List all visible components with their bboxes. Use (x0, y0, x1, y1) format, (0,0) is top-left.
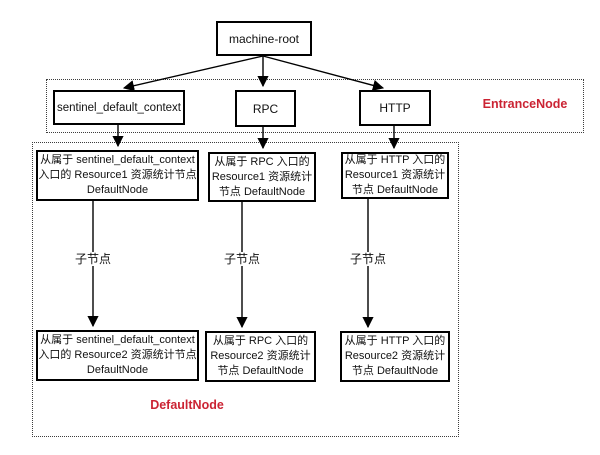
node-text-line: 从属于 HTTP 入口的 (344, 154, 446, 166)
node-text-line: 节点 DefaultNode (351, 365, 439, 377)
node-text-line: Resource2 资源统计 (210, 350, 311, 362)
node-text-line: 从属于 sentinel_default_context (40, 154, 195, 166)
node-label: RPC (252, 101, 279, 116)
node-entrance-http[interactable]: HTTP (359, 90, 431, 126)
node-text-line: 节点 DefaultNode (218, 185, 306, 198)
edge-label-child-node-1: 子节点 (72, 252, 114, 266)
node-text-line: 节点 DefaultNode (217, 365, 304, 377)
entrance-node-group-label: EntranceNode (482, 97, 568, 111)
node-text-line: 从属于 RPC 入口的 (214, 155, 310, 168)
node-text-line: 入口的 Resource2 资源统计节点 (38, 349, 197, 361)
node-resource2-rpc[interactable]: 从属于 RPC 入口的 Resource2 资源统计 节点 DefaultNod… (205, 331, 316, 382)
node-label: machine-root (228, 31, 300, 46)
node-label: sentinel_default_context (56, 101, 182, 114)
node-resource1-rpc[interactable]: 从属于 RPC 入口的 Resource1 资源统计 节点 DefaultNod… (208, 152, 316, 202)
node-text-line: Resource2 资源统计 (344, 350, 446, 362)
node-machine-root[interactable]: machine-root (216, 21, 312, 56)
node-resource1-http[interactable]: 从属于 HTTP 入口的 Resource1 资源统计 节点 DefaultNo… (341, 152, 449, 199)
node-text-line: 节点 DefaultNode (351, 184, 439, 196)
node-text-line: Resource1 资源统计 (211, 170, 313, 183)
node-entrance-rpc[interactable]: RPC (235, 90, 296, 127)
node-resource2-http[interactable]: 从属于 HTTP 入口的 Resource2 资源统计 节点 DefaultNo… (340, 331, 450, 382)
default-node-group-label: DefaultNode (150, 398, 224, 412)
node-resource1-sentinel[interactable]: 从属于 sentinel_default_context 入口的 Resourc… (36, 150, 199, 201)
node-entrance-sentinel-default-context[interactable]: sentinel_default_context (53, 90, 185, 125)
node-text-line: Resource1 资源统计 (344, 169, 446, 181)
node-text-line: 从属于 sentinel_default_context (40, 334, 195, 346)
edge-label-child-node-3: 子节点 (347, 252, 389, 266)
node-text-line: 从属于 RPC 入口的 (212, 335, 309, 347)
edge-label-child-node-2: 子节点 (221, 252, 263, 266)
node-text-line: DefaultNode (86, 184, 149, 196)
node-text-line: 从属于 HTTP 入口的 (344, 335, 446, 347)
node-text-line: 入口的 Resource1 资源统计节点 (38, 169, 197, 181)
node-text-line: DefaultNode (86, 364, 149, 376)
node-resource2-sentinel[interactable]: 从属于 sentinel_default_context 入口的 Resourc… (36, 330, 199, 381)
node-label: HTTP (379, 101, 411, 115)
default-node-group-container (32, 142, 459, 437)
